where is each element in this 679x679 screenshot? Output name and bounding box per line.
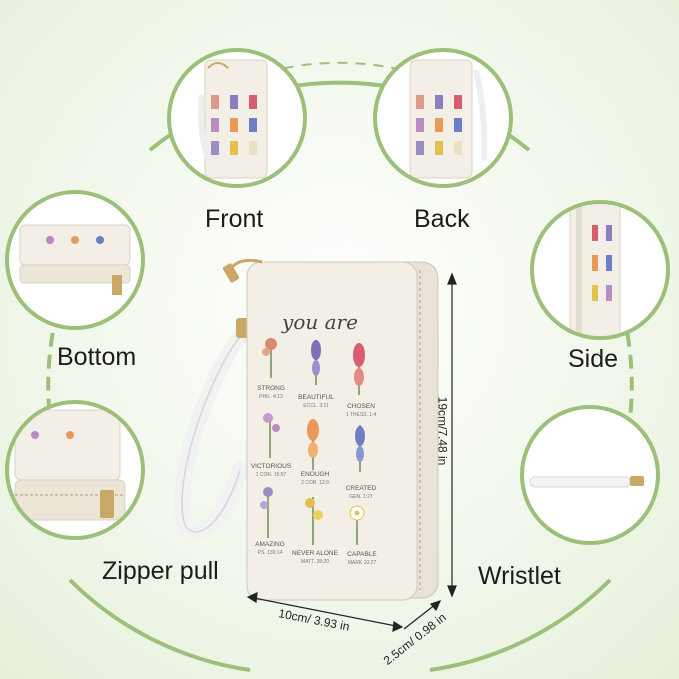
bottom-thumbnail xyxy=(5,190,145,330)
word-label: NEVER ALONE xyxy=(292,550,339,557)
verse-ref: MARK 10:27 xyxy=(348,560,377,566)
word-label: BEAUTIFUL xyxy=(298,394,334,401)
label-front: Front xyxy=(205,205,264,233)
word-label: ENOUGH xyxy=(301,471,330,478)
dimension-arrows xyxy=(246,272,457,632)
label-bottom: Bottom xyxy=(57,343,137,371)
label-back: Back xyxy=(414,205,470,233)
word-label: CREATED xyxy=(346,485,377,492)
label-wristlet: Wristlet xyxy=(478,562,561,590)
wallet-title: you are xyxy=(281,310,358,334)
label-zipper-pull: Zipper pull xyxy=(102,557,219,585)
verse-ref: PS. 139:14 xyxy=(258,550,283,556)
verse-ref: 2 COR. 12:9 xyxy=(301,480,329,486)
ring-arc-bottom-left xyxy=(68,578,251,672)
ring-arc-bottom-right xyxy=(429,578,612,672)
zipper-pull-thumbnail xyxy=(5,400,145,540)
verse-ref: ECCL. 3:11 xyxy=(303,403,329,409)
word-label: AMAZING xyxy=(255,541,285,548)
word-label: CAPABLE xyxy=(347,551,377,558)
verse-ref: 1 COR. 15:57 xyxy=(256,472,287,478)
wallet-face xyxy=(246,261,418,601)
side-thumbnail xyxy=(530,200,670,340)
verse-ref: MATT. 28:20 xyxy=(301,559,329,565)
verse-ref: PHIL. 4:13 xyxy=(259,394,283,400)
word-label: CHOSEN xyxy=(347,403,375,410)
verse-ref: 1 THESS. 1:4 xyxy=(346,412,377,418)
verse-ref: GEN. 1:27 xyxy=(349,494,373,500)
word-label: STRONG xyxy=(257,385,285,392)
back-thumbnail xyxy=(373,48,513,188)
height-dimension: 19cm/7.48 in xyxy=(435,396,450,466)
label-side: Side xyxy=(568,345,619,373)
flower-illustrations xyxy=(260,338,365,545)
word-label: VICTORIOUS xyxy=(251,463,292,470)
wrist-strap xyxy=(174,322,254,540)
front-thumbnail xyxy=(167,48,307,188)
wristlet-thumbnail xyxy=(520,405,660,545)
zipper-pull xyxy=(222,263,240,283)
